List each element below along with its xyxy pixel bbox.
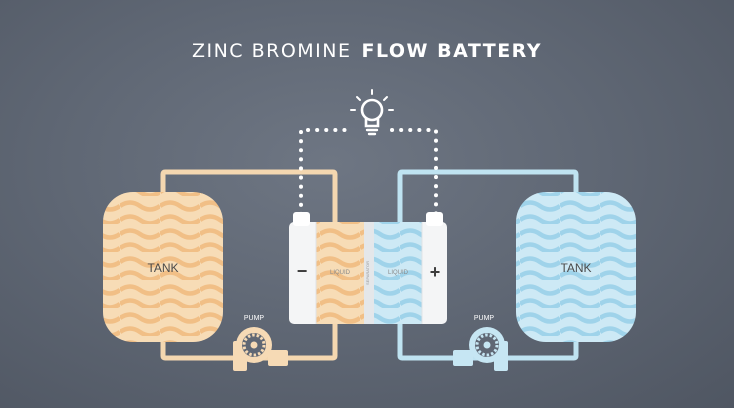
page-title: ZINC BROMINE FLOW BATTERY	[0, 40, 734, 62]
pump-icon	[453, 327, 508, 371]
dotted-wire	[299, 128, 438, 216]
positive-terminal	[426, 212, 443, 226]
title-bold: FLOW BATTERY	[361, 40, 543, 62]
right-pump: PUMP	[453, 315, 508, 371]
left-liquid-label: LIQUID	[330, 270, 351, 276]
light-bulb-icon	[350, 89, 394, 136]
pump-icon	[233, 327, 288, 371]
membrane-label: SEPARATOR	[365, 261, 370, 285]
title-light: ZINC BROMINE	[191, 40, 352, 62]
left-tank: TANK	[103, 192, 223, 342]
positive-sign: +	[430, 262, 441, 282]
left-pump: PUMP	[233, 315, 288, 371]
right-pump-label: PUMP	[474, 315, 495, 322]
negative-terminal	[293, 212, 310, 226]
right-tank-label: TANK	[560, 261, 591, 275]
left-tank-label: TANK	[147, 261, 178, 275]
right-liquid-label: LIQUID	[388, 270, 409, 276]
right-tank: TANK	[516, 192, 636, 342]
negative-sign: −	[297, 261, 308, 281]
flow-cell: − + LIQUID LIQUID SEPARATOR	[289, 212, 447, 324]
left-pump-label: PUMP	[244, 315, 265, 322]
